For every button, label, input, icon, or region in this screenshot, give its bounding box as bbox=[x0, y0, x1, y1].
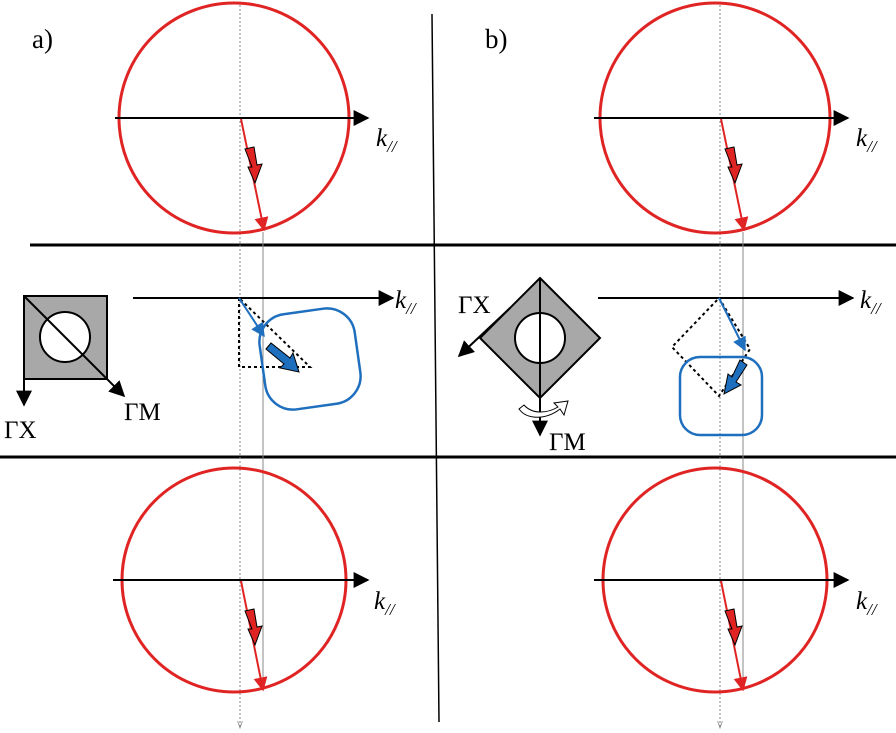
svg-text:k//: k// bbox=[376, 125, 399, 156]
svg-text:k//: k// bbox=[860, 287, 883, 318]
rotation-arrow-icon bbox=[518, 400, 569, 418]
blue-rounded-square bbox=[678, 355, 764, 437]
dotted-triangle bbox=[238, 295, 313, 368]
blue-spin-arrow bbox=[265, 342, 300, 373]
panel-b-label: b) bbox=[485, 24, 508, 54]
dotted-square bbox=[670, 296, 752, 398]
direction-label-gm: ΓM bbox=[549, 429, 586, 456]
svg-text:k//: k// bbox=[374, 588, 397, 619]
direction-label-gm: ΓM bbox=[124, 399, 161, 426]
red-spin-arrow bbox=[724, 608, 743, 647]
bottom-momentum-circle: k// bbox=[113, 466, 397, 694]
panel-b: b) k// ΓX ΓM k// bbox=[457, 1, 883, 728]
bottom-momentum-circle: k// bbox=[594, 466, 879, 694]
panel-a: a) k// ΓX ΓM k// bbox=[4, 1, 418, 728]
red-spin-arrow bbox=[244, 146, 263, 185]
top-momentum-circle: k// bbox=[115, 1, 399, 235]
blue-wavevector bbox=[718, 297, 746, 352]
direction-label-gx: ΓX bbox=[4, 417, 37, 444]
blue-wavevector bbox=[238, 297, 265, 338]
sample-diamond-b bbox=[457, 276, 602, 437]
svg-text:k//: k// bbox=[395, 287, 418, 318]
red-spin-arrow bbox=[244, 608, 263, 647]
direction-label-gx: ΓX bbox=[458, 292, 491, 319]
blue-spin-arrow bbox=[723, 359, 748, 395]
red-spin-arrow bbox=[724, 146, 743, 185]
top-momentum-circle: k// bbox=[594, 1, 879, 235]
sample-square-a bbox=[16, 295, 126, 407]
svg-text:k//: k// bbox=[856, 125, 879, 156]
blue-rounded-square bbox=[258, 307, 362, 411]
panel-divider bbox=[431, 13, 440, 723]
panel-a-label: a) bbox=[32, 24, 53, 54]
svg-text:k//: k// bbox=[856, 588, 879, 619]
